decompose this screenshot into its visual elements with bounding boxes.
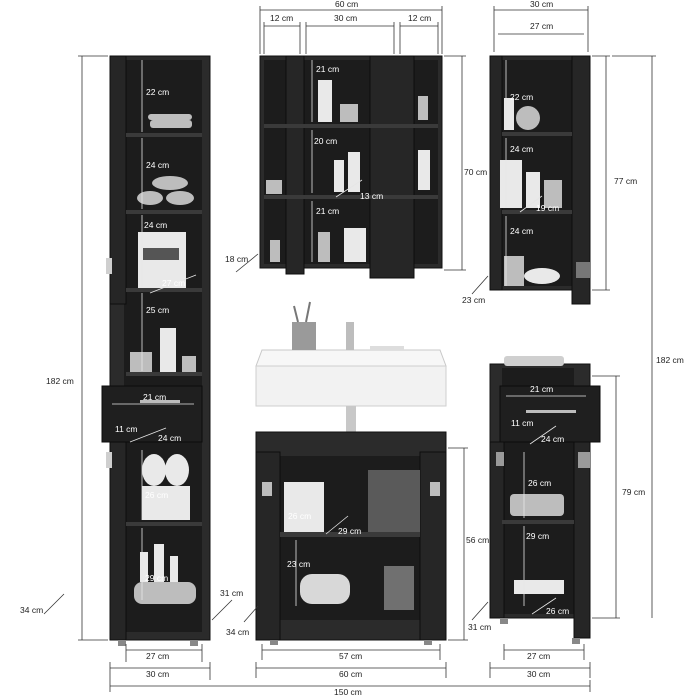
tall-outer-width-label: 30 cm — [146, 669, 169, 679]
small-drawer-depth-label: 24 cm — [541, 434, 564, 444]
overall-width-label: 150 cm — [334, 687, 362, 697]
vanity-right-door — [419, 451, 447, 641]
vanity-lower-shelf-label: 23 cm — [287, 559, 310, 569]
tall-cabinet-upper-door — [109, 55, 127, 305]
small-outer-width-label: 30 cm — [527, 669, 550, 679]
wall-shelf-1-label: 22 cm — [510, 92, 533, 102]
mirror-shelf-1-label: 21 cm — [316, 64, 339, 74]
storage-basket-icon — [284, 482, 324, 532]
mirror-width-right-label: 12 cm — [408, 13, 431, 23]
toilet-roll-icon — [142, 454, 166, 486]
wall-width-outer-label: 30 cm — [530, 0, 553, 9]
tall-inner-width-label: 27 cm — [146, 651, 169, 661]
rolled-towel-icon — [152, 176, 188, 190]
small-depth-label: 31 cm — [468, 622, 491, 632]
mirror-left-door — [285, 55, 305, 275]
mirror-shelf-2-label: 20 cm — [314, 136, 337, 146]
sink-basin — [255, 365, 447, 407]
small-drawer-handle-icon — [526, 410, 576, 413]
tall-cabinet-handle-icon-2 — [106, 452, 112, 468]
mirror-depth-label: 18 cm — [225, 254, 248, 264]
small-items-icon — [514, 580, 564, 594]
tall-drawer-width-label: 21 cm — [143, 392, 166, 402]
hair-dryer-icon — [300, 574, 350, 604]
vanity-outer-width-label: 60 cm — [339, 669, 362, 679]
folded-towel-icon — [504, 356, 564, 366]
tall-height-label: 182 cm — [46, 376, 74, 386]
bottle-icon-2 — [318, 80, 332, 122]
small-cabinet-drawer — [499, 385, 601, 443]
sink-top — [255, 349, 447, 367]
wall-depth-label: 23 cm — [462, 295, 485, 305]
towel-icon — [148, 114, 192, 120]
cup-icon — [292, 322, 316, 350]
tall-drawer-depth-label: 24 cm — [158, 433, 181, 443]
plate-icon — [524, 268, 560, 284]
small-cabinet-door — [573, 441, 591, 639]
wall-cabinet: 22 cm 24 cm 24 cm 19 cm — [489, 55, 591, 305]
small-height-label: 79 cm — [622, 487, 645, 497]
tall-foot-label: 31 cm — [220, 588, 243, 598]
vanity-depth-label: 34 cm — [226, 627, 249, 637]
mirror-cabinet: 21 cm 20 cm 21 cm 13 cm — [259, 55, 443, 279]
wall-shelf-2-label: 24 cm — [510, 144, 533, 154]
vanity-shelf-left-label: 26 cm — [288, 511, 311, 521]
mirror-width-total-label: 60 cm — [335, 0, 358, 9]
storage-box-icon — [368, 470, 420, 532]
small-shelf-1-label: 26 cm — [528, 478, 551, 488]
tall-shelf-depth-label: 27 cm — [162, 278, 185, 288]
tall-depth-label: 34 cm — [20, 605, 43, 615]
mirror-shelf-3-label: 21 cm — [316, 206, 339, 216]
mirror-width-middle-label: 30 cm — [334, 13, 357, 23]
small-shelf-2-label: 29 cm — [526, 531, 549, 541]
tall-cabinet-drawer-handle-icon — [140, 400, 180, 403]
tall-shelf-3-label: 24 cm — [144, 220, 167, 230]
small-cabinet: 21 cm 11 cm 24 cm 26 cm 29 cm 26 cm — [489, 356, 601, 644]
wall-shelf-depth-label: 19 cm — [536, 203, 559, 213]
tall-cabinet: 22 cm 24 cm 24 cm 25 cm 27 cm 21 cm 11 c… — [101, 55, 211, 646]
overall-height-label: 182 cm — [656, 355, 684, 365]
toothpaste-icon — [370, 346, 404, 350]
basket-icon — [134, 582, 196, 604]
mirror-right-door — [369, 55, 415, 279]
tall-shelf-2-label: 24 cm — [146, 160, 169, 170]
vanity-shelf-depth-label: 29 cm — [338, 526, 361, 536]
tall-lower-shelf-2-label: 29 cm — [145, 573, 168, 583]
pump-bottle-icon — [348, 152, 360, 192]
drain-pipe-icon — [346, 406, 356, 454]
bottle-icon — [130, 352, 152, 372]
wall-shelf-3-label: 24 cm — [510, 226, 533, 236]
mirror-width-left-label: 12 cm — [270, 13, 293, 23]
vanity-left-door — [255, 451, 281, 641]
small-inner-width-label: 27 cm — [527, 651, 550, 661]
faucet-icon — [346, 322, 354, 350]
small-drawer-height-label: 11 cm — [511, 418, 534, 428]
small-drawer-width-label: 21 cm — [530, 384, 553, 394]
tall-shelf-4-label: 25 cm — [146, 305, 169, 315]
mirror-shelf-depth-label: 13 cm — [360, 191, 383, 201]
tall-drawer-height-label: 11 cm — [115, 424, 138, 434]
tall-cabinet-lower-door — [109, 441, 127, 641]
vanity-height-label: 56 cm — [466, 535, 489, 545]
mirror-height-label: 70 cm — [464, 167, 487, 177]
vanity-inner-width-label: 57 cm — [339, 651, 362, 661]
wall-cabinet-door — [571, 55, 591, 305]
tall-lower-shelf-1-label: 26 cm — [145, 490, 168, 500]
wall-cabinet-handle-icon — [576, 262, 590, 278]
brush-holder-icon — [504, 256, 524, 286]
tall-cabinet-handle-icon — [106, 258, 112, 274]
wall-width-inner-label: 27 cm — [530, 21, 553, 31]
tall-cabinet-drawer — [101, 385, 203, 443]
folded-towels-icon — [510, 494, 564, 516]
vanity: 26 cm 29 cm 23 cm — [255, 301, 447, 645]
small-shelf-depth-label: 26 cm — [546, 606, 569, 616]
wall-height-label: 77 cm — [614, 176, 637, 186]
tall-shelf-1-label: 22 cm — [146, 87, 169, 97]
sponge-icon — [516, 106, 540, 130]
bin-icon — [384, 566, 414, 610]
